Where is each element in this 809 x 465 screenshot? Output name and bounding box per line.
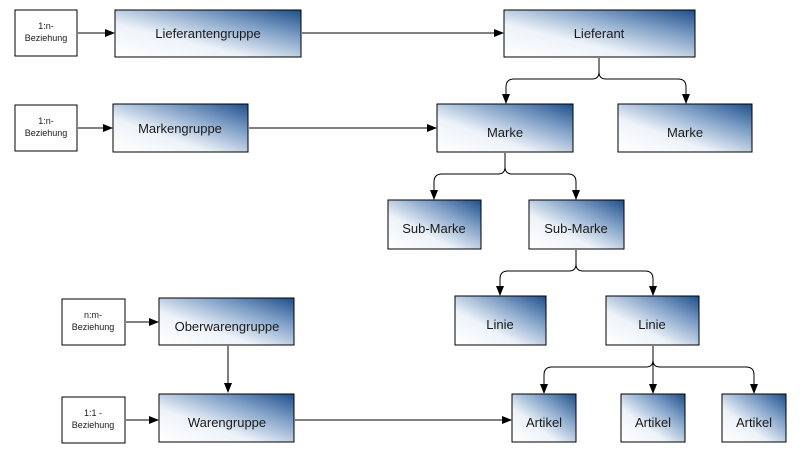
note-box-3: n:m- Beziehung: [61, 298, 126, 346]
node-oberwarengruppe: Oberwarengruppe: [158, 297, 295, 346]
note-1-line-2: Beziehung: [25, 33, 68, 43]
node-artikel-3: Artikel: [721, 393, 787, 443]
node-sub-marke-1: Sub-Marke: [387, 199, 482, 250]
node-marke-1: Marke: [436, 103, 574, 153]
node-markengruppe: Markengruppe: [112, 103, 249, 153]
node-marke-2: Marke: [617, 103, 753, 153]
node-lieferant: Lieferant: [503, 9, 696, 58]
note-2-line-1: 1:n-: [38, 116, 54, 126]
node-lieferant-label: Lieferant: [574, 26, 625, 41]
node-artikel-2-label: Artikel: [635, 415, 671, 430]
note-2-line-2: Beziehung: [25, 128, 68, 138]
node-lieferantengruppe: Lieferantengruppe: [114, 9, 302, 58]
node-sub-marke-1-label: Sub-Marke: [402, 221, 466, 236]
node-linie-1-label: Linie: [486, 317, 513, 332]
node-marke-1-label: Marke: [487, 125, 523, 140]
note-4-line-2: Beziehung: [72, 420, 115, 430]
connector-marke-submarke1: [430, 153, 506, 200]
node-artikel-1-label: Artikel: [526, 415, 562, 430]
node-lieferantengruppe-label: Lieferantengruppe: [155, 26, 261, 41]
note-4-line-1: 1:1 -: [84, 408, 102, 418]
node-artikel-1: Artikel: [511, 393, 577, 443]
connector-lieferant-marke1: [502, 58, 600, 104]
node-warengruppe: Warengruppe: [158, 393, 295, 443]
node-markengruppe-label: Markengruppe: [138, 121, 222, 136]
node-artikel-2: Artikel: [620, 393, 686, 443]
connector-linie-artikel3: [652, 359, 758, 394]
connector-marke-submarke2: [504, 166, 580, 200]
connector-submarke-linie2: [575, 263, 657, 296]
connectors: [78, 29, 758, 424]
node-artikel-3-label: Artikel: [736, 415, 772, 430]
note-3-line-2: Beziehung: [72, 322, 115, 332]
connector-lieferant-marke2: [598, 71, 690, 104]
node-oberwarengruppe-label: Oberwarengruppe: [175, 319, 280, 334]
connector-submarke-linie1: [496, 250, 577, 296]
note-3-line-1: n:m-: [84, 310, 102, 320]
node-marke-2-label: Marke: [667, 125, 703, 140]
node-warengruppe-label: Warengruppe: [188, 415, 266, 430]
note-box-4: 1:1 - Beziehung: [61, 396, 126, 444]
node-linie-2-label: Linie: [638, 317, 665, 332]
node-linie-2: Linie: [605, 295, 700, 346]
node-sub-marke-2-label: Sub-Marke: [544, 221, 608, 236]
node-sub-marke-2: Sub-Marke: [528, 199, 625, 250]
note-box-1: 1:n- Beziehung: [14, 9, 78, 57]
node-linie-1: Linie: [454, 295, 547, 346]
note-1-line-1: 1:n-: [38, 21, 54, 31]
note-box-2: 1:n- Beziehung: [14, 104, 78, 152]
connector-linie-artikel1: [540, 346, 654, 394]
